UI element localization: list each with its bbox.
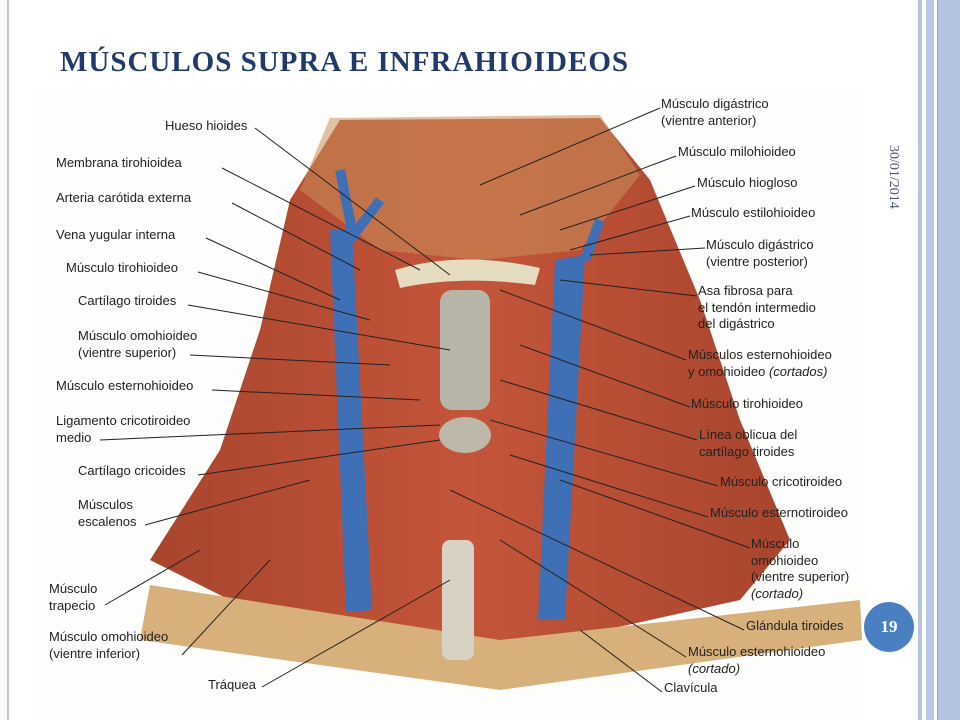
label-estilohioideo: Músculo estilohioideo	[691, 205, 815, 222]
label-clavicula: Clavícula	[664, 680, 717, 697]
slide-date: 30/01/2014	[886, 145, 901, 209]
jugular-vein-left	[330, 230, 372, 612]
label-esternohioideo: Músculo esternohioideo	[56, 378, 193, 395]
label-line: Músculo esternohioideo	[56, 378, 194, 393]
label-line: Tráquea	[208, 677, 256, 692]
label-line: Músculo cricotiroideo	[720, 474, 843, 489]
right-decor-bar	[937, 0, 960, 720]
label-line: Músculo tirohioideo	[66, 260, 179, 275]
label-line: Músculo esternotiroideo	[710, 505, 849, 520]
label-line: Membrana tirohioidea	[56, 155, 182, 170]
label-line: Ligamento cricotiroideo	[56, 413, 191, 428]
mandible-region	[300, 115, 640, 260]
label-line: (cortado)	[751, 585, 804, 601]
label-line: Línea oblicua del	[699, 427, 798, 442]
label-line: Músculo hiogloso	[697, 175, 798, 190]
label-cartilago-cricoides: Cartílago cricoides	[78, 463, 186, 480]
label-line: medio	[56, 429, 92, 445]
label-line: Músculo	[751, 536, 800, 551]
label-esternohioideo-cortado: Músculo esternohioideo(cortado)	[688, 644, 825, 677]
label-line: Asa fibrosa para	[698, 283, 793, 298]
hyoid-bone	[395, 259, 540, 288]
label-line: escalenos	[78, 513, 137, 529]
label-glandula-tiroides: Glándula tiroides	[746, 618, 844, 635]
cricoid-cartilage	[439, 417, 491, 453]
label-line: Cartílago tiroides	[78, 293, 177, 308]
label-line: Músculo	[49, 581, 98, 596]
label-traquea: Tráquea	[208, 677, 256, 694]
label-line: Músculo estilohioideo	[691, 205, 816, 220]
right-decor-bar	[926, 0, 934, 720]
label-line: Clavícula	[664, 680, 718, 695]
label-omohioideo-inferior: Músculo omohioideo(vientre inferior)	[49, 629, 168, 662]
jugular-vein-right	[538, 255, 585, 620]
label-line: (vientre superior)	[78, 344, 177, 360]
label-line: (cortados)	[768, 363, 828, 379]
carotid-branches	[335, 169, 605, 262]
label-line: Músculos esternohioideo	[688, 347, 832, 362]
label-line: Músculo esternohioideo	[688, 644, 826, 659]
label-line: trapecio	[49, 597, 96, 613]
label-line: Músculo tirohioideo	[691, 396, 804, 411]
label-hueso-hioides: Hueso hioides	[165, 118, 247, 135]
label-line: Músculo milohioideo	[678, 144, 796, 159]
label-line: Glándula tiroides	[746, 618, 844, 633]
label-line: Hueso hioides	[165, 118, 248, 133]
trachea	[442, 540, 474, 660]
label-membrana-tirohioidea: Membrana tirohioidea	[56, 155, 182, 172]
label-line: cartílago tiroides	[699, 443, 795, 459]
label-line: del digástrico	[698, 316, 775, 331]
label-line: Arteria carótida externa	[56, 190, 192, 205]
thyroid-cartilage	[440, 290, 490, 410]
label-line: (cortado)	[688, 660, 741, 676]
label-digastrico-posterior: Músculo digástrico(vientre posterior)	[706, 237, 814, 270]
label-line: Músculo digástrico	[706, 237, 814, 252]
label-esternotiroideo: Músculo esternotiroideo	[710, 505, 848, 522]
label-tirohioideo-right: Músculo tirohioideo	[691, 396, 803, 413]
right-decor-bar	[918, 0, 922, 720]
label-line: y omohioideo	[688, 363, 766, 379]
label-line: (vientre posterior)	[706, 253, 808, 269]
label-line: Vena yugular interna	[56, 227, 176, 242]
label-digastrico-anterior: Músculo digástrico(vientre anterior)	[661, 96, 769, 129]
label-line: Músculos	[78, 497, 133, 512]
clavicle	[140, 585, 862, 690]
label-cricotiroideo: Músculo cricotiroideo	[720, 474, 842, 491]
left-border	[7, 0, 9, 720]
label-milohioideo: Músculo milohioideo	[678, 144, 796, 161]
label-hiogloso: Músculo hiogloso	[697, 175, 797, 192]
leader-lines	[99, 107, 751, 693]
label-arteria-carotida: Arteria carótida externa	[56, 190, 191, 207]
label-musculo-tirohioideo: Músculo tirohioideo	[66, 260, 178, 277]
label-line: (vientre inferior)	[49, 645, 141, 661]
label-cartilago-tiroides: Cartílago tiroides	[78, 293, 176, 310]
label-line: Músculo omohioideo	[49, 629, 169, 644]
label-omohioideo-superior: Músculo omohioideo(vientre superior)	[78, 328, 197, 361]
label-line: Músculo omohioideo	[78, 328, 198, 343]
label-line: el tendón intermedio	[698, 299, 816, 315]
label-line: omohioideo	[751, 552, 819, 568]
label-line: Músculo digástrico	[661, 96, 769, 111]
label-vena-yugular: Vena yugular interna	[56, 227, 175, 244]
slide-title: MÚSCULOS SUPRA E INFRAHIOIDEOS	[60, 46, 630, 78]
page-number-badge: 19	[864, 602, 914, 652]
label-line: Cartílago cricoides	[78, 463, 186, 478]
label-line: (vientre anterior)	[661, 112, 757, 128]
label-line: (vientre superior)	[751, 569, 850, 584]
